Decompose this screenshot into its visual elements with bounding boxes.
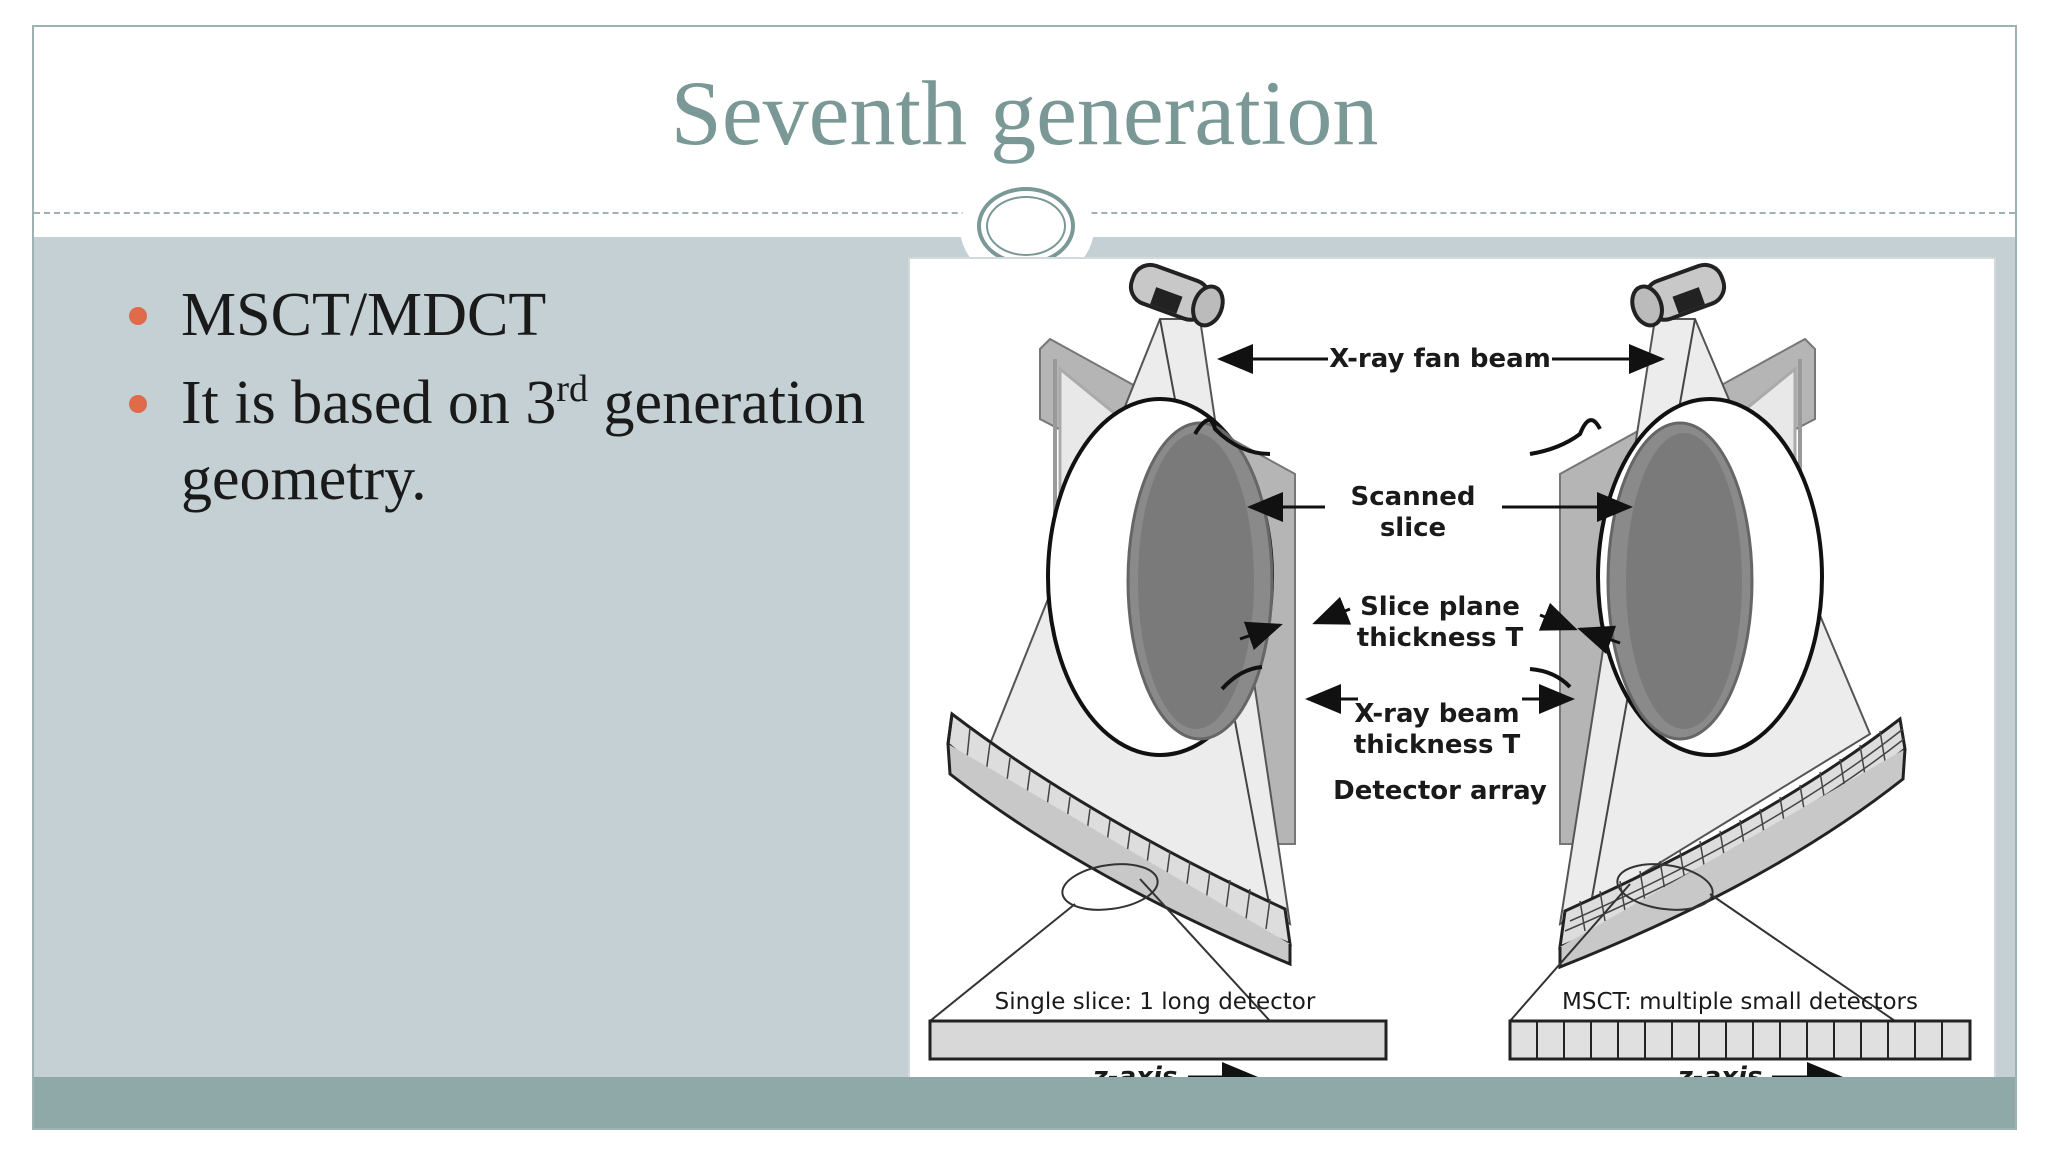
label-beam-thickness-2: thickness T bbox=[1354, 730, 1521, 760]
label-single-slice: Single slice: 1 long detector bbox=[995, 989, 1316, 1015]
right-gantry bbox=[1509, 262, 1907, 1022]
ct-diagram-svg: X-ray fan beam Scanned slice Slice plane… bbox=[928, 262, 1972, 1091]
label-detector-array: Detector array bbox=[1333, 776, 1547, 806]
label-scanned-2: slice bbox=[1380, 513, 1446, 543]
callout-arrows bbox=[1217, 344, 1665, 714]
label-scanned-1: Scanned bbox=[1351, 482, 1476, 512]
bullet-text: MSCT/MDCT bbox=[181, 281, 547, 349]
bullet-text-start: It is based on 3 bbox=[181, 369, 557, 437]
bullet-text-end: generation geometry. bbox=[181, 369, 866, 513]
footer-bar bbox=[34, 1077, 2015, 1128]
label-beam-thickness-1: X-ray beam bbox=[1354, 699, 1519, 729]
bullet-list: MSCT/MDCT It is based on 3rd generation … bbox=[89, 277, 889, 529]
label-slice-plane-2: thickness T bbox=[1357, 623, 1524, 653]
label-slice-plane-1: Slice plane bbox=[1360, 592, 1520, 622]
divider-ornament-ring bbox=[977, 187, 1075, 265]
slide-title: Seventh generation bbox=[670, 62, 1379, 164]
bullet-superscript: rd bbox=[556, 368, 589, 410]
bullet-dot-icon bbox=[129, 395, 147, 413]
bullet-dot-icon bbox=[129, 307, 147, 325]
bullet-item: MSCT/MDCT bbox=[89, 277, 889, 353]
single-slice-detector: Single slice: 1 long detector bbox=[928, 989, 1388, 1061]
slide: Seventh generation MSCT/MDCT It is based… bbox=[32, 25, 2017, 1130]
left-gantry bbox=[929, 262, 1296, 1022]
label-msct: MSCT: multiple small detectors bbox=[1562, 989, 1918, 1015]
label-fan-beam: X-ray fan beam bbox=[1329, 344, 1551, 374]
bullet-item: It is based on 3rd generation geometry. bbox=[89, 365, 889, 517]
msct-detector: MSCT: multiple small detectors bbox=[1508, 989, 1972, 1061]
ct-diagram: X-ray fan beam Scanned slice Slice plane… bbox=[908, 257, 1996, 1093]
